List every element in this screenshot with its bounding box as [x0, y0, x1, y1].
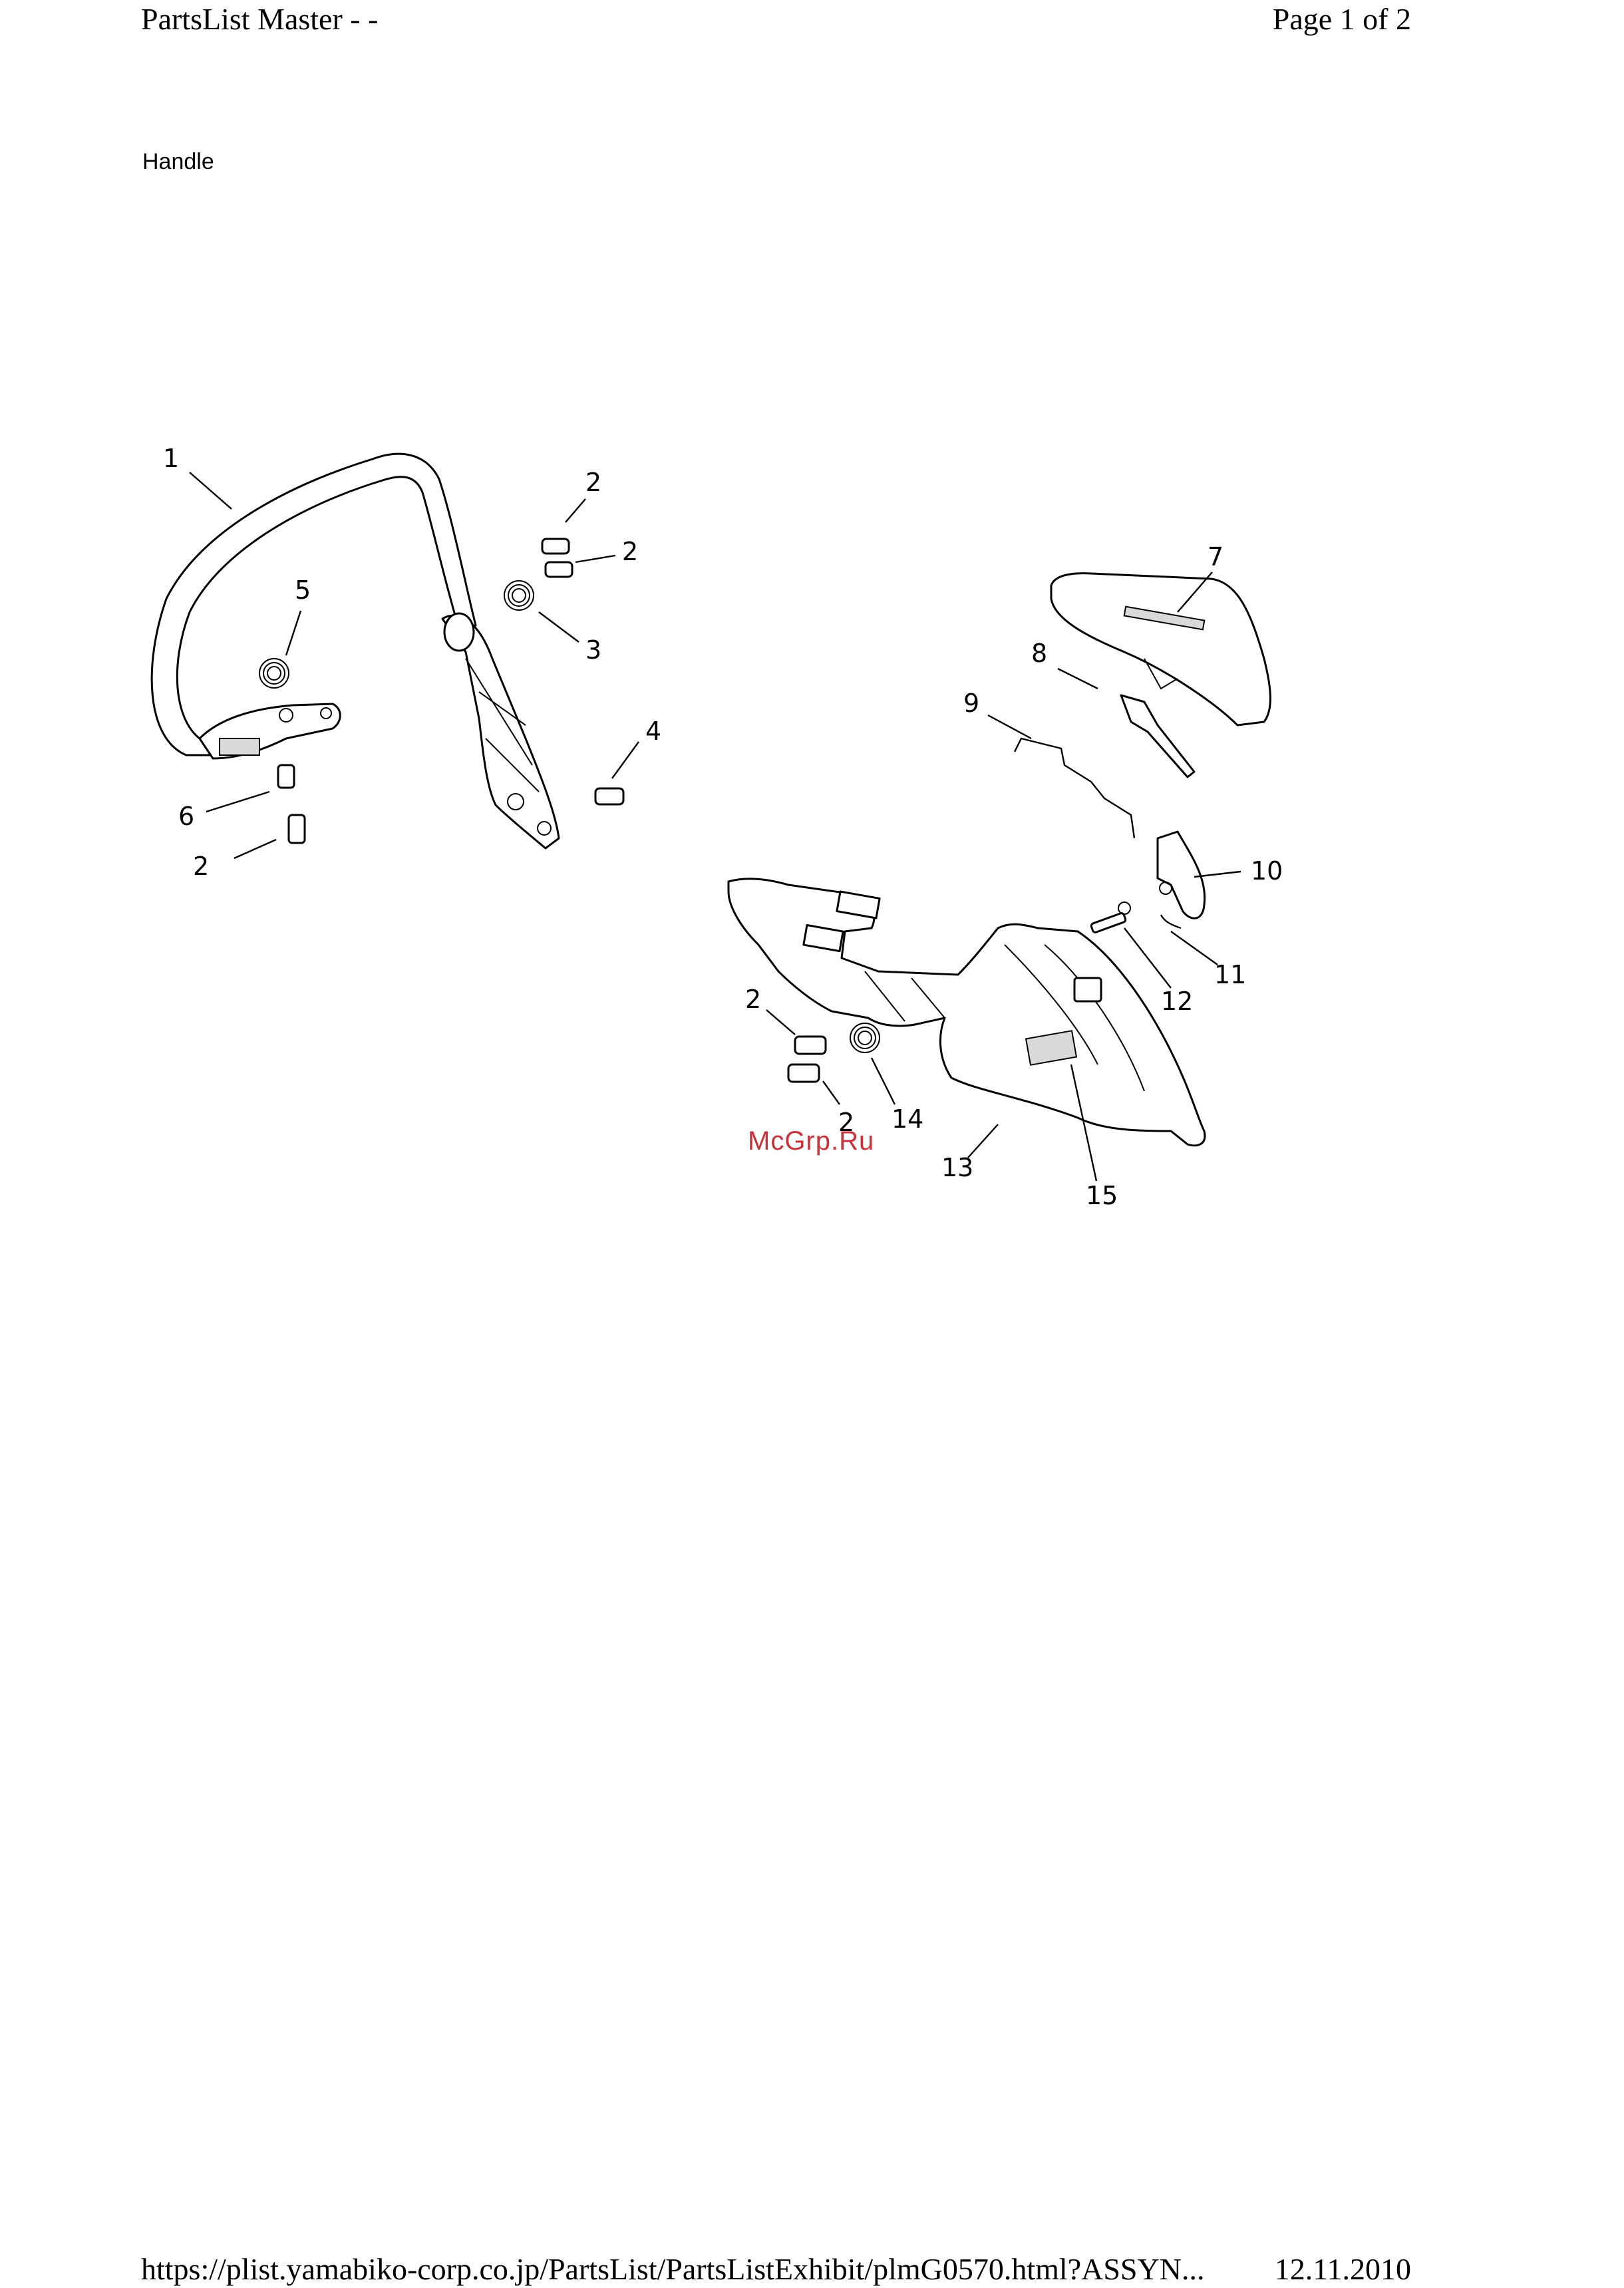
callout-6: 6 [178, 802, 194, 831]
callout-8: 8 [1031, 639, 1047, 668]
callout-15: 15 [1086, 1181, 1118, 1210]
spring-3 [504, 581, 534, 610]
handle-lower-bracket [200, 704, 340, 758]
source-url: https://plist.yamabiko-corp.co.jp/PartsL… [141, 2254, 1204, 2285]
callout-13: 13 [941, 1153, 973, 1182]
callout-1: 1 [163, 444, 179, 473]
callout-3: 3 [585, 635, 601, 665]
callout-2: 2 [622, 537, 638, 566]
callout-2: 2 [193, 852, 209, 881]
handle-mount-plate [442, 613, 559, 848]
trigger-lock-8 [1121, 695, 1194, 777]
throttle-trigger-10 [1158, 832, 1205, 918]
callout-12: 12 [1161, 987, 1193, 1016]
callout-9: 9 [963, 689, 979, 718]
callout-14: 14 [892, 1104, 923, 1134]
bolts-right [788, 1037, 826, 1082]
spring-14 [850, 1023, 880, 1053]
spring-5 [259, 659, 289, 688]
callout-11: 11 [1214, 960, 1246, 989]
handle-cover-7 [1051, 573, 1270, 725]
callout-7: 7 [1208, 542, 1223, 572]
watermark: McGrp.Ru [748, 1126, 874, 1156]
callout-10: 10 [1251, 856, 1283, 886]
callout-4: 4 [645, 717, 661, 746]
rod-9 [1015, 738, 1134, 838]
rear-handle-body-13 [729, 879, 1205, 1146]
callout-2: 2 [585, 468, 601, 497]
callout-2: 2 [745, 985, 761, 1014]
spring-pin-11-12 [1090, 902, 1181, 933]
print-date: 12.11.2010 [1275, 2254, 1411, 2285]
callout-5: 5 [295, 575, 311, 605]
